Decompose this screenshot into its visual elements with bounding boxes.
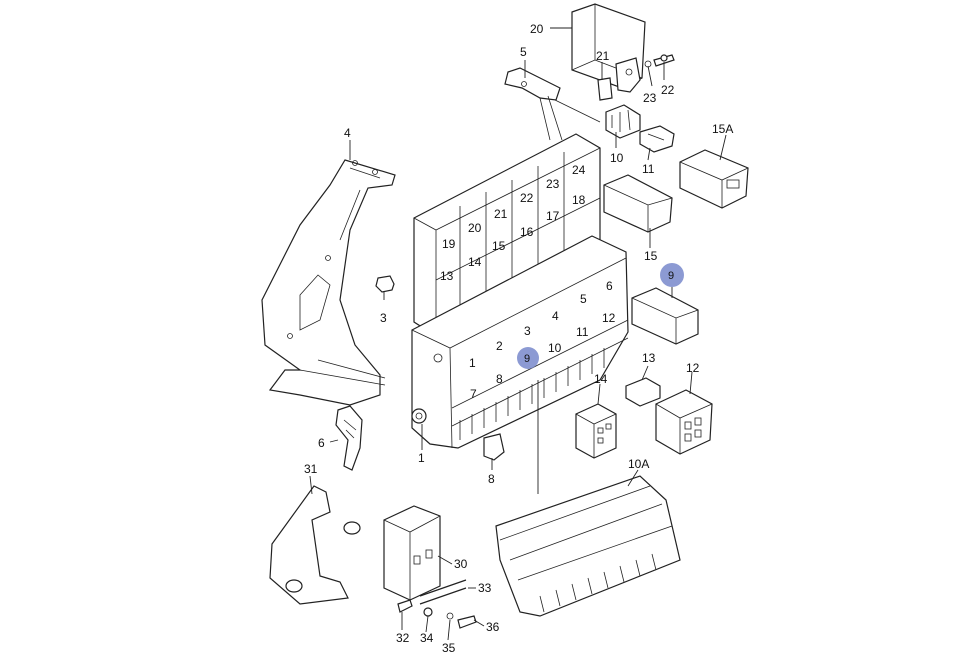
slot-label-11: 11 (576, 325, 589, 339)
slot-label-9: 9 (524, 353, 530, 365)
slot-label-22: 22 (520, 191, 534, 205)
cover-31-part (269, 485, 361, 605)
slot-label-15: 15 (492, 239, 506, 253)
clip-8-part (483, 433, 505, 461)
callout-labels: 4 3 6 1 8 5 20 21 23 22 10 11 15A 15 13 … (304, 22, 733, 655)
callout-14: 14 (594, 372, 608, 386)
fuse-box-part (411, 235, 629, 449)
slot-label-4: 4 (552, 309, 559, 323)
connector-12-part (655, 389, 713, 455)
leader-lines (309, 27, 727, 641)
callout-15: 15 (644, 249, 658, 263)
slot-label-2: 2 (496, 339, 503, 353)
relay-stack (413, 133, 601, 337)
callout-35: 35 (442, 641, 456, 655)
callout-8: 8 (488, 472, 495, 486)
slot-label-3: 3 (524, 324, 531, 338)
callout-20: 20 (530, 22, 544, 36)
callout-10a: 10A (628, 457, 649, 471)
slot-labels: 1 2 3 4 5 6 7 8 10 11 12 13 14 15 16 17 … (440, 163, 616, 401)
connector-11-part (639, 125, 675, 153)
slot-label-12: 12 (602, 311, 616, 325)
callout-32: 32 (396, 631, 410, 645)
relay-15a-part (679, 149, 749, 209)
callout-33: 33 (478, 581, 492, 595)
slot-label-18: 18 (572, 193, 586, 207)
latch-part (335, 405, 363, 471)
slot-label-6: 6 (606, 279, 613, 293)
washer-34-part (423, 607, 433, 617)
slot-label-10: 10 (548, 341, 562, 355)
slot-label-23: 23 (546, 177, 560, 191)
slot-label-19: 19 (442, 237, 456, 251)
callout-1: 1 (418, 451, 425, 465)
callout-31: 31 (304, 462, 318, 476)
cable-holder-part (504, 67, 601, 141)
washer-35-part (446, 612, 454, 620)
callout-12: 12 (686, 361, 700, 375)
callout-30: 30 (454, 557, 468, 571)
callout-23: 23 (643, 91, 657, 105)
slot-label-1: 1 (469, 356, 476, 370)
screw-36-part (457, 615, 477, 629)
clip-part (375, 275, 395, 293)
slot-label-14: 14 (468, 255, 482, 269)
slot-label-20: 20 (468, 221, 482, 235)
callout-13: 13 (642, 351, 656, 365)
callout-3: 3 (380, 311, 387, 325)
relay-socket-14-part (575, 403, 617, 459)
callout-34: 34 (420, 631, 434, 645)
screw-32-part (397, 599, 413, 613)
callout-21: 21 (596, 49, 610, 63)
slot-label-24: 24 (572, 163, 586, 177)
callout-36: 36 (486, 620, 500, 634)
callout-5: 5 (520, 45, 527, 59)
callout-11: 11 (642, 162, 655, 176)
slot-label-21: 21 (494, 207, 508, 221)
relay-9-part (631, 287, 699, 345)
control-unit-part (571, 3, 646, 101)
callout-22: 22 (661, 83, 675, 97)
slot-label-8: 8 (496, 372, 503, 386)
callout-15a: 15A (712, 122, 733, 136)
part-9-highlight-label: 9 (668, 270, 674, 282)
relay-15-part (603, 174, 673, 233)
slot-label-17: 17 (546, 209, 560, 223)
slot-label-13: 13 (440, 269, 454, 283)
connector-10a-part (495, 475, 681, 617)
slot-label-7: 7 (470, 387, 477, 401)
part-9-highlight-circle[interactable] (660, 263, 684, 287)
connector-13-part (625, 377, 661, 407)
mounting-bracket-part (261, 159, 396, 406)
connector-10-part (605, 104, 641, 139)
slot-label-5: 5 (580, 292, 587, 306)
holder-30-part (383, 505, 441, 601)
screw-part (644, 54, 675, 68)
bracket-33-part (419, 579, 467, 605)
slot-label-16: 16 (520, 225, 534, 239)
callout-6: 6 (318, 436, 325, 450)
slot-9-highlight[interactable] (517, 347, 539, 369)
callout-10: 10 (610, 151, 624, 165)
callout-4: 4 (344, 126, 351, 140)
part-9-highlight-marker[interactable]: 9 (660, 263, 684, 287)
